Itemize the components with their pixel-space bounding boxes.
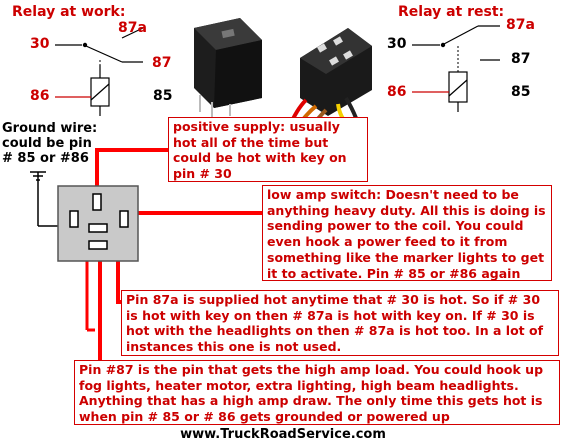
callout-pin-87a: Pin 87a is supplied hot anytime that # 3… [121,290,559,356]
pin-86-label-work: 86 [30,88,50,104]
pin-85-label-work: 85 [153,88,173,104]
ground-wire-label: Ground wire: could be pin # 85 or #86 [2,121,98,166]
footer-url: www.TruckRoadService.com [180,427,386,442]
pin-87a-label-rest: 87a [506,17,535,33]
relay-photo [194,18,262,118]
pin-30-label-work: 30 [30,36,50,52]
relay-at-rest-schematic [412,25,500,112]
callout-low-amp-switch: low amp switch: Doesn't need to be anyth… [262,185,552,281]
pin-87a-label-work: 87a [118,20,147,36]
pin-30-label-rest: 30 [387,36,407,52]
pin-87-label-rest: 87 [511,51,531,67]
callout-pin-87: Pin #87 is the pin that gets the high am… [74,360,560,425]
pin-85-label-rest: 85 [511,84,531,100]
pin-87-label-work: 87 [152,55,172,71]
callout-positive-supply: positive supply: usually hot all of the … [168,117,368,182]
relay-at-rest-title: Relay at rest: [398,4,505,20]
pin-86-label-rest: 86 [387,84,407,100]
relay-at-work-schematic [55,27,144,116]
relay-socket-topview [57,185,139,262]
relay-at-work-title: Relay at work: [12,4,126,20]
